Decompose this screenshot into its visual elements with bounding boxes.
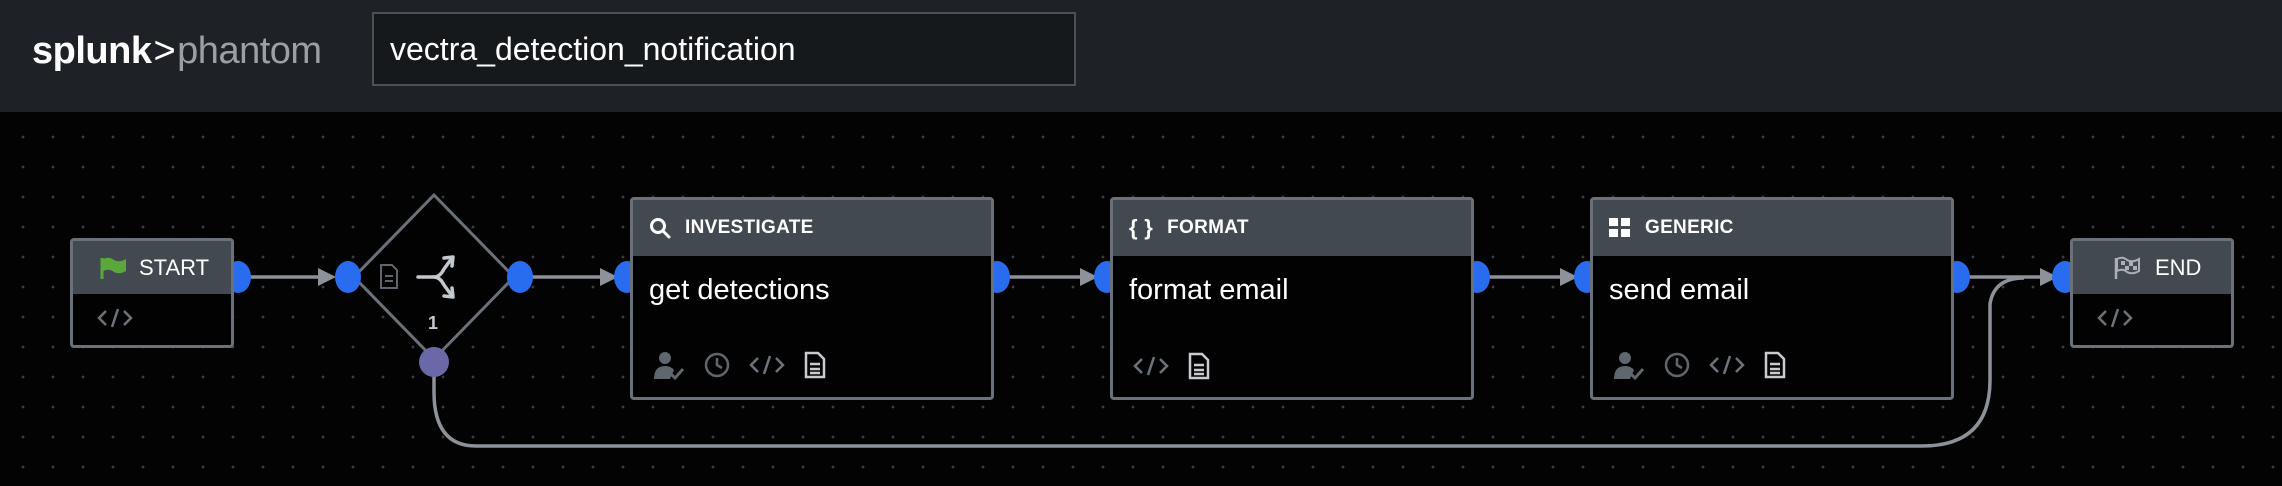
code-icon[interactable]	[1133, 354, 1169, 383]
format-header: { } FORMAT	[1113, 200, 1471, 256]
flag-icon	[99, 256, 129, 280]
investigate-header: INVESTIGATE	[633, 200, 991, 256]
clock-icon[interactable]	[1663, 351, 1691, 384]
user-check-icon[interactable]	[1613, 350, 1645, 385]
logo-separator: >	[153, 29, 176, 72]
generic-block[interactable]: GENERIC send email	[1590, 197, 1954, 400]
end-label: END	[2155, 254, 2202, 280]
investigate-block[interactable]: INVESTIGATE get detections	[630, 197, 994, 400]
logo-phantom-text: phantom	[177, 29, 322, 72]
link-decision-end-bypass	[432, 276, 2025, 448]
end-header: END	[2073, 241, 2231, 294]
document-icon	[380, 264, 398, 289]
generic-name: send email	[1609, 274, 1750, 306]
format-block[interactable]: { } FORMAT format email	[1110, 197, 1474, 400]
splunk-phantom-logo: splunk > phantom	[32, 26, 322, 76]
logo-splunk-text: splunk	[32, 29, 152, 72]
decision-input-port	[335, 261, 361, 293]
decision-else-port	[419, 347, 449, 377]
playbook-name-input[interactable]: vectra_detection_notification	[372, 12, 1076, 86]
notes-icon[interactable]	[803, 351, 827, 384]
format-type-label: FORMAT	[1167, 217, 1249, 238]
clock-icon[interactable]	[703, 351, 731, 384]
end-block[interactable]: END	[2070, 238, 2234, 348]
investigate-type-label: INVESTIGATE	[685, 217, 814, 238]
generic-type-label: GENERIC	[1645, 217, 1734, 238]
playbook-name-value: vectra_detection_notification	[390, 30, 796, 67]
code-icon[interactable]	[2097, 306, 2133, 335]
notes-icon[interactable]	[1763, 351, 1787, 384]
code-icon[interactable]	[749, 353, 785, 382]
generic-toolbar	[1613, 350, 1787, 385]
grid-icon	[1609, 218, 1631, 238]
search-icon	[649, 217, 671, 239]
decision-output-port	[507, 261, 533, 293]
start-block[interactable]: START	[70, 238, 234, 348]
investigate-toolbar	[653, 350, 827, 385]
braces-icon: { }	[1129, 215, 1154, 240]
start-label: START	[139, 254, 210, 280]
top-bar: splunk > phantom vectra_detection_notifi…	[0, 0, 2282, 112]
generic-header: GENERIC	[1593, 200, 1951, 256]
investigate-name: get detections	[649, 274, 830, 306]
user-check-icon[interactable]	[653, 350, 685, 385]
format-toolbar	[1133, 352, 1211, 385]
notes-icon[interactable]	[1187, 352, 1211, 385]
code-icon[interactable]	[1709, 353, 1745, 382]
checkered-flag-icon	[2113, 256, 2141, 280]
start-header: START	[73, 241, 231, 294]
branch-icon	[416, 255, 455, 299]
code-icon[interactable]	[97, 306, 133, 335]
format-name: format email	[1129, 274, 1289, 306]
decision-number: 1	[428, 313, 439, 333]
